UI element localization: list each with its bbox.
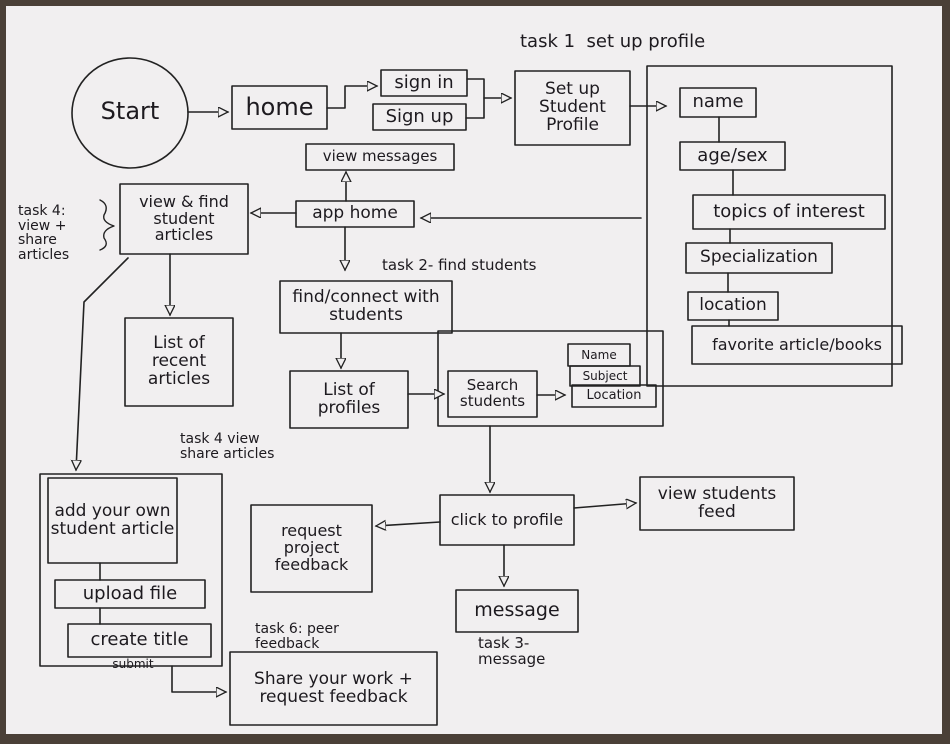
task1-note: task 1 set up profile — [520, 31, 706, 52]
share-work-box — [229, 651, 438, 726]
home-label: home — [245, 92, 314, 121]
list-recent-articles-box — [124, 317, 234, 407]
sign-up-box — [372, 103, 467, 131]
share-work-label: Share your work + request feedback — [254, 668, 413, 707]
app-home-label: app home — [312, 203, 398, 224]
app-home-box — [295, 200, 415, 228]
favorite-field-box — [691, 325, 903, 365]
task2-note: task 2- find students — [382, 256, 537, 274]
task6-note: task 6: peer feedback — [255, 621, 339, 652]
search-students-box — [447, 370, 538, 418]
find-connect-box — [279, 280, 453, 334]
filter-subject-label: Subject — [582, 368, 628, 383]
message-box — [455, 589, 579, 633]
request-feedback-box — [250, 504, 373, 593]
specialization-field-box — [685, 242, 833, 274]
name-field-box — [679, 87, 757, 118]
find-connect-label: find/connect with students — [292, 287, 440, 325]
sign-up-label: Sign up — [385, 105, 454, 127]
view-find-articles-label: view & find student articles — [139, 191, 229, 245]
view-messages-box — [305, 143, 455, 171]
start-node — [71, 57, 189, 169]
article-container — [39, 473, 223, 667]
specialization-label: Specialization — [700, 247, 818, 268]
filter-name-label: Name — [581, 347, 617, 362]
topics-label: topics of interest — [713, 200, 865, 222]
view-find-articles-box — [119, 183, 249, 255]
message-label: message — [474, 599, 560, 622]
view-feed-label: view students feed — [657, 483, 777, 522]
filter-location-label: Location — [586, 388, 642, 404]
upload-file-label: upload file — [82, 582, 178, 604]
start-label: Start — [100, 97, 160, 126]
list-recent-articles-label: List of recent articles — [147, 333, 211, 389]
click-profile-label: click to profile — [450, 509, 564, 529]
create-title-box — [67, 623, 212, 658]
age-sex-label: age/sex — [697, 144, 768, 166]
favorite-label: favorite article/books — [712, 334, 882, 354]
click-profile-box — [439, 494, 575, 546]
add-article-label: add your own student article — [50, 500, 175, 539]
create-title-label: create title — [90, 629, 189, 651]
location-field-box — [687, 291, 779, 321]
add-article-box — [47, 477, 178, 564]
location-label: location — [699, 295, 767, 316]
sign-in-label: sign in — [394, 71, 454, 93]
view-feed-box — [639, 476, 795, 531]
search-container — [437, 330, 664, 427]
list-profiles-label: List of profiles — [317, 379, 381, 418]
task4-side-note: task 4: view + share articles — [18, 203, 70, 264]
sign-in-box — [380, 69, 468, 97]
name-label: name — [692, 91, 744, 113]
task3-note: task 3- message — [478, 634, 546, 668]
filter-subject-box — [569, 365, 641, 387]
request-feedback-label: request project feedback — [274, 521, 349, 574]
paper-background — [6, 6, 942, 734]
filter-location-box — [571, 384, 657, 408]
search-students-label: Search students — [459, 376, 526, 410]
set-up-profile-box — [514, 70, 631, 146]
profile-fields-container — [646, 65, 893, 387]
submit-label: submit — [112, 657, 154, 671]
task4-lower-note: task 4 view share articles — [180, 431, 275, 462]
list-profiles-box — [289, 370, 409, 429]
view-messages-label: view messages — [322, 147, 438, 166]
topics-field-box — [692, 194, 886, 230]
upload-file-box — [54, 579, 206, 609]
set-up-profile-label: Set up Student Profile — [539, 79, 606, 135]
